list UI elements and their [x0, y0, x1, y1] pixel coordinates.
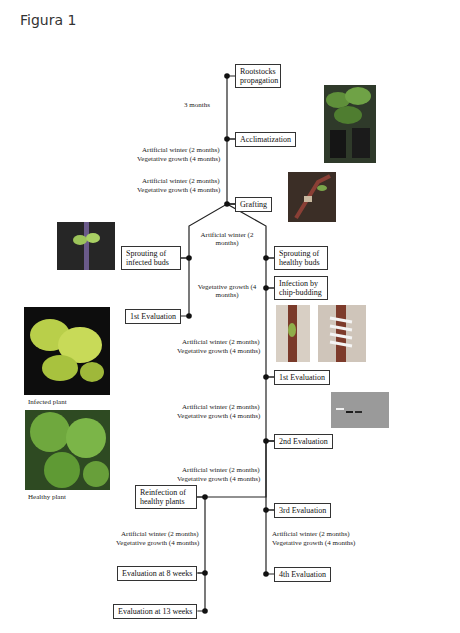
gel-photo [331, 392, 389, 428]
note-label: Infected plant [28, 398, 67, 406]
box-text: 1st Evaluation [279, 373, 325, 382]
timeline-line [197, 573, 205, 611]
timeline-line [227, 139, 235, 204]
timeline-line [266, 377, 274, 441]
timeline-dot [224, 136, 230, 142]
timeline-dot [186, 313, 192, 319]
process-box: 1st Evaluation [274, 370, 330, 385]
timeline-dot [263, 255, 269, 261]
process-box: Evaluation at 8 weeks [117, 566, 197, 581]
timeline-line [181, 258, 189, 316]
timeline-dot [202, 608, 208, 614]
note-label: Vegetative growth (4 months) [137, 155, 220, 163]
note-label: Artificial winter (2 months) [198, 231, 256, 248]
box-text: 2nd Evaluation [279, 437, 328, 446]
note-label: Artificial winter (2 months) [142, 146, 220, 154]
timeline-dot [202, 494, 208, 500]
acclimatization-photo [324, 85, 376, 163]
infected-bud-photo [57, 222, 115, 270]
box-text: 4th Evaluation [279, 570, 326, 579]
timeline-dot [263, 571, 269, 577]
note-label: Vegetative growth (4 months) [196, 283, 258, 300]
box-text: Grafting [240, 200, 267, 209]
figure-title: Figura 1 [20, 12, 76, 28]
box-text: Evaluation at 13 weeks [118, 607, 192, 616]
box-text: Rootstocks propagation [240, 67, 276, 85]
process-box: Evaluation at 13 weeks [113, 604, 197, 619]
timeline-line [266, 441, 274, 510]
note-label: Artificial winter (2 months) [142, 177, 220, 185]
process-box: Sprouting of healthy buds [274, 246, 328, 270]
timeline-dot [202, 570, 208, 576]
process-box: Acclimatization [235, 132, 296, 147]
note-label: Artificial winter (2 months) [182, 466, 260, 474]
note-label: Vegetative growth (4 months) [116, 539, 199, 547]
infected-plant-photo [24, 307, 110, 395]
note-label: Artificial winter (2 months) [121, 530, 199, 538]
box-text: Evaluation at 8 weeks [122, 569, 192, 578]
timeline-dot [263, 507, 269, 513]
process-box: Reinfection of healthy plants [135, 485, 197, 509]
process-box: Rootstocks propagation [235, 64, 281, 88]
grafting-photo [288, 172, 336, 222]
timeline-dot [263, 285, 269, 291]
box-text: 3rd Evaluation [279, 506, 326, 515]
process-box: Infection by chip-budding [274, 276, 328, 300]
chip-budding-photo [276, 305, 366, 362]
process-box: Sprouting of infected buds [121, 246, 181, 270]
box-text: Reinfection of healthy plants [140, 488, 192, 506]
note-label: Artificial winter (2 months) [182, 338, 260, 346]
timeline-dot [263, 438, 269, 444]
process-box: 3rd Evaluation [274, 503, 331, 518]
note-label: 3 months [184, 101, 210, 109]
process-box: 1st Evaluation [125, 309, 181, 324]
timeline-dot [263, 374, 269, 380]
note-label: Vegetative growth (4 months) [177, 412, 260, 420]
timeline-line [227, 76, 235, 139]
note-label: Artificial winter (2 months) [272, 530, 350, 538]
timeline-dot [224, 201, 230, 207]
note-label: Vegetative growth (4 months) [177, 475, 260, 483]
timeline-dot [224, 73, 230, 79]
box-text: Infection by chip-budding [279, 279, 323, 297]
process-box: Grafting [235, 197, 272, 212]
note-label: Vegetative growth (4 months) [137, 186, 220, 194]
healthy-plant-photo [25, 410, 110, 490]
box-text: Acclimatization [240, 135, 291, 144]
note-label: Healthy plant [28, 493, 66, 501]
timeline-line [266, 288, 274, 377]
timeline-dot [186, 255, 192, 261]
process-box: 4th Evaluation [274, 567, 331, 582]
note-label: Vegetative growth (4 months) [272, 539, 355, 547]
timeline-line [266, 258, 274, 288]
process-box: 2nd Evaluation [274, 434, 333, 449]
box-text: 1st Evaluation [130, 312, 176, 321]
note-label: Artificial winter (2 months) [182, 403, 260, 411]
box-text: Sprouting of healthy buds [279, 249, 323, 267]
note-label: Vegetative growth (4 months) [177, 347, 260, 355]
box-text: Sprouting of infected buds [126, 249, 176, 267]
